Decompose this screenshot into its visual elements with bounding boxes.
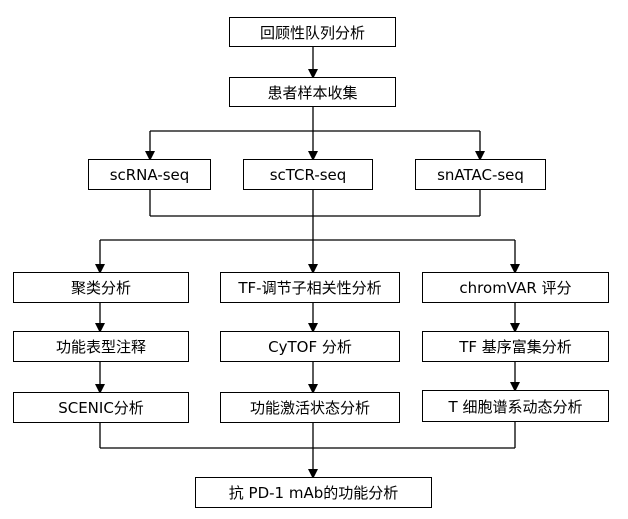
box-scenic: SCENIC分析 (13, 392, 189, 423)
box-final-analysis: 抗 PD-1 mAb的功能分析 (195, 477, 432, 508)
step-sample-collection: 患者样本收集 (229, 77, 396, 107)
box-tf-motif: TF 基序富集分析 (422, 331, 609, 362)
box-lineage-dynamics: T 细胞谱系动态分析 (422, 390, 609, 422)
box-clustering: 聚类分析 (13, 272, 189, 303)
box-snatac-seq: snATAC-seq (415, 159, 546, 190)
box-activation-state: 功能激活状态分析 (220, 392, 400, 423)
box-sctcr-seq: scTCR-seq (243, 159, 373, 190)
box-tf-regulon: TF-调节子相关性分析 (220, 272, 400, 303)
box-scrna-seq: scRNA-seq (88, 159, 211, 190)
box-phenotype-annotation: 功能表型注释 (13, 331, 189, 362)
box-cytof: CyTOF 分析 (220, 331, 400, 362)
step-retrospective-cohort: 回顾性队列分析 (229, 17, 396, 47)
box-chromvar: chromVAR 评分 (422, 272, 609, 303)
